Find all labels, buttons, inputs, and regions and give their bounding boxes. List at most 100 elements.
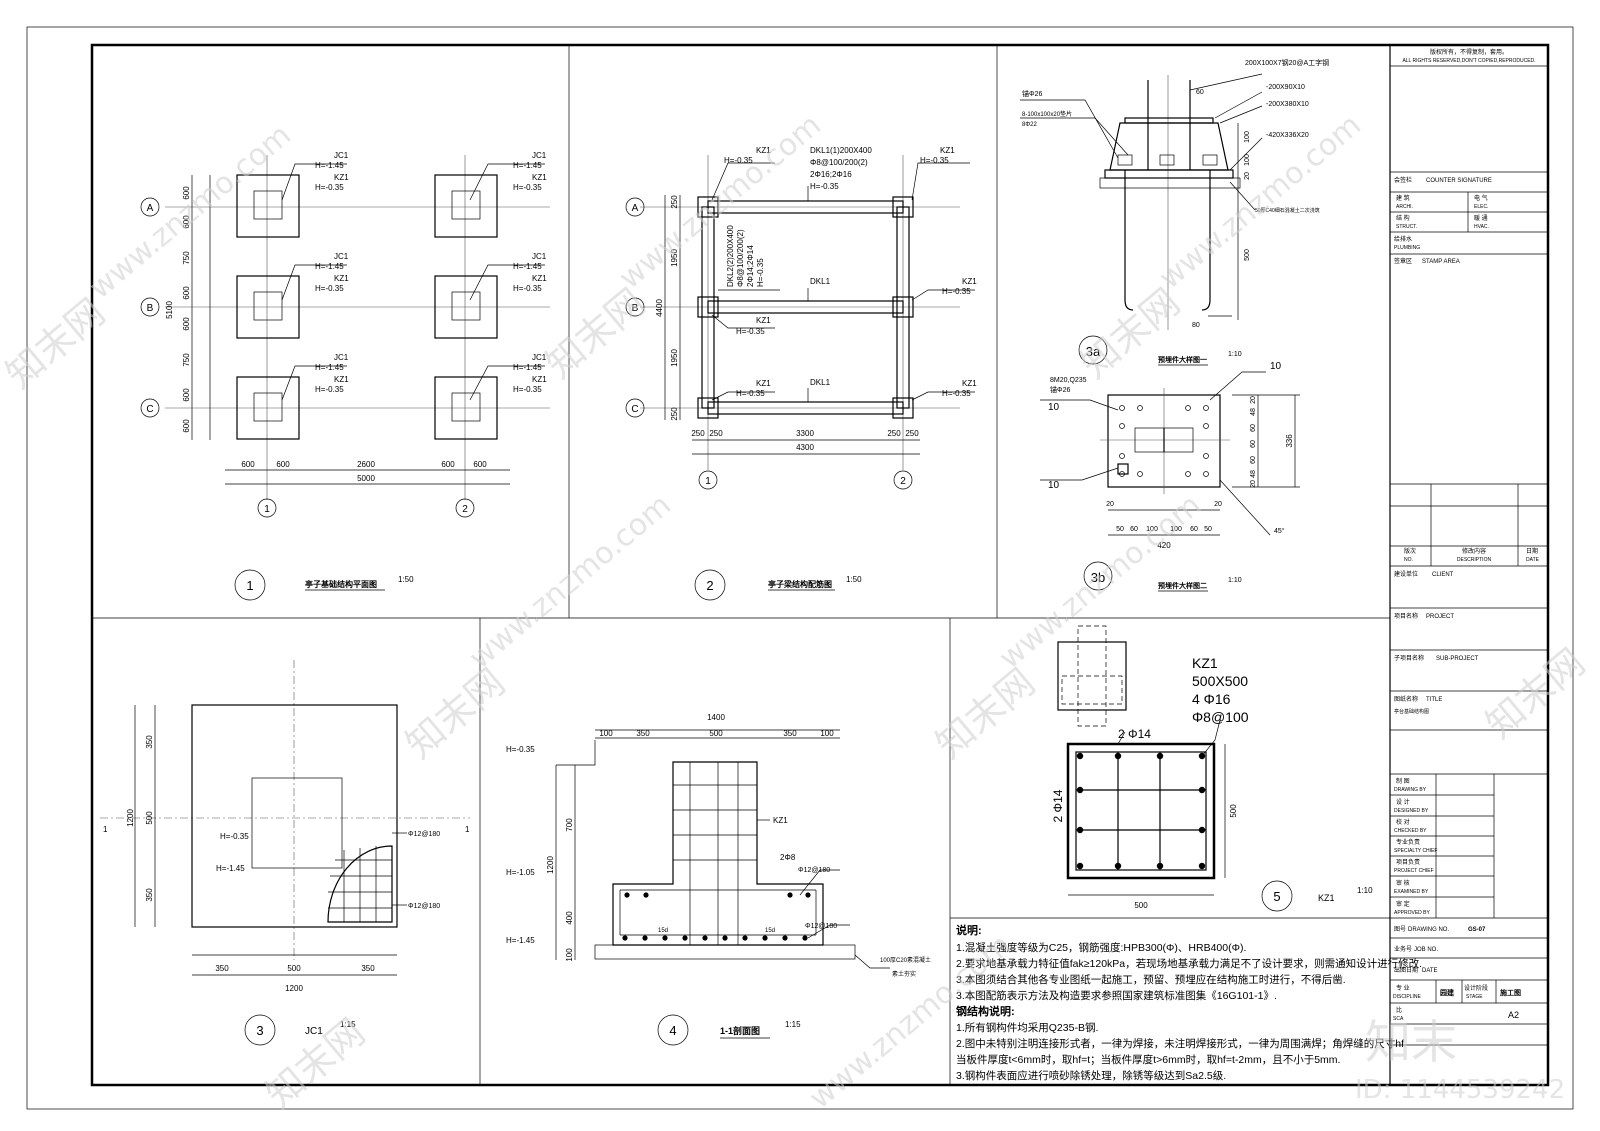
detail-scale: 1:50 xyxy=(398,575,414,584)
project-chief-cn: 项目负责 xyxy=(1396,858,1420,866)
column-size: 500X500 xyxy=(1192,673,1248,689)
panel-3a-embedded-detail: 3a 预埋件大样图一 1:10 xyxy=(1020,73,1263,366)
title-en: TITLE xyxy=(1426,697,1442,703)
dim-text: 600 xyxy=(473,460,487,469)
part-label: 8M20,Q235 xyxy=(1050,377,1087,384)
drawing-no-cn: 图号 xyxy=(1394,926,1406,933)
h-label: H=-0.35 xyxy=(724,156,753,165)
dim-text: 350 xyxy=(215,964,229,973)
section-mark: 10 xyxy=(1048,402,1060,413)
sheet-size: A2 xyxy=(1508,1010,1519,1020)
dim-text: 500 xyxy=(1229,804,1238,818)
dim-total: 5100 xyxy=(165,301,174,319)
part-label: 200X100X7钢20@A工字钢 xyxy=(1245,58,1329,67)
detail-scale: 1:10 xyxy=(1228,577,1242,584)
rev-date-en: DATE xyxy=(1526,557,1540,563)
specialty-cn: 专业负责 xyxy=(1396,838,1420,846)
detail-title: 1-1剖面图 xyxy=(720,1025,760,1036)
dim-total: 5000 xyxy=(357,474,375,483)
h-label: H=-1.45 xyxy=(513,262,542,271)
date-cn: 出图日期 xyxy=(1394,966,1418,974)
part-label: -200X90X10 xyxy=(1266,84,1305,91)
h-label: H=-1.45 xyxy=(513,363,542,372)
dim-text: 250 xyxy=(670,195,679,209)
panel-3-footing-jc1: 3 JC1 1:15 xyxy=(100,660,470,1046)
dim-total: 420 xyxy=(1157,541,1171,550)
title-cn: 图纸名称 xyxy=(1394,695,1418,703)
examined-en: EXAMINED BY xyxy=(1394,889,1429,895)
designed-cn: 设 计 xyxy=(1396,798,1410,806)
dim-text: 500 xyxy=(709,729,723,738)
detail-scale: 1:50 xyxy=(846,575,862,584)
dim-text: 250 xyxy=(670,407,679,421)
watermark-brand: 知末网 xyxy=(1073,280,1189,387)
jc-label: JC1 xyxy=(334,353,349,362)
struct-cn: 结 构 xyxy=(1396,214,1410,222)
part-label: 锚Φ26 xyxy=(1050,385,1070,394)
axis-label: 2 xyxy=(900,476,906,487)
project-cn: 项目名称 xyxy=(1394,612,1418,620)
h-label: H=-1.45 xyxy=(513,161,542,170)
detail-title: 亭子梁结构配筋图 xyxy=(768,579,832,589)
part-label: 50厚C40细石混凝土二次浇筑 xyxy=(1255,207,1320,214)
part-label: -200X380X10 xyxy=(1266,101,1309,108)
archi-en: ARCHI. xyxy=(1396,204,1413,210)
axis-label: 1 xyxy=(705,476,711,487)
h-label: H=-0.35 xyxy=(315,385,344,394)
h-label: H=-0.35 xyxy=(942,389,971,398)
dim-text: 500 xyxy=(145,811,154,825)
job-no-cn: 业务号 xyxy=(1394,945,1412,953)
detail-number: 3 xyxy=(256,1023,263,1038)
dim-text: 60 xyxy=(1250,424,1257,432)
part-label: -420X336X20 xyxy=(1266,132,1309,139)
dim-total: 336 xyxy=(1285,434,1294,448)
note-line: 1.混凝土强度等级为C25，钢筋强度:HPB300(Φ)、HRB400(Φ). xyxy=(956,941,1246,954)
kz-label: KZ1 xyxy=(532,173,547,182)
h-label: H=-1.45 xyxy=(315,262,344,271)
dim-text: 400 xyxy=(565,911,574,925)
stage-en: STAGE xyxy=(1466,994,1483,1000)
panel-4-section: 4 1-1剖面图 1:15 xyxy=(555,729,890,1046)
client-cn: 建设单位 xyxy=(1394,570,1418,578)
note-line: 3.本图须结合其他各专业图纸一起施工，预留、预埋应在结构施工时进行，不得后凿. xyxy=(956,973,1346,986)
panel-2-labels: KZ1 H=-0.35 KZ1 H=-0.35 DKL1(1)200X400 Φ… xyxy=(655,146,977,452)
jc-label: JC1 xyxy=(334,252,349,261)
section-mark: 10 xyxy=(1048,480,1060,491)
dim-text: 250 xyxy=(709,429,723,438)
counter-signature-en: COUNTER SIGNATURE xyxy=(1426,178,1492,184)
kz-label: KZ1 xyxy=(756,316,771,325)
anchor-length: 15d xyxy=(658,928,668,934)
detail-number: 2 xyxy=(706,578,713,593)
side-rebar: 2 Φ14 xyxy=(1118,727,1151,741)
detail-scale: 1:10 xyxy=(1357,886,1373,895)
main-rebar: 4 Φ16 xyxy=(1192,691,1231,707)
panel-2-beam-plan: A B C 1 2 2 亭子梁结构配筋图 1:50 xyxy=(625,155,975,601)
axis-label: 2 xyxy=(462,504,468,515)
part-label: 8-100x100x20垫片 xyxy=(1022,110,1072,118)
subproject-cn: 子项目名称 xyxy=(1394,654,1424,662)
plumbing-cn: 给排水 xyxy=(1394,235,1412,243)
h-label: H=-0.35 xyxy=(220,832,249,841)
detail-number: 1 xyxy=(246,578,253,593)
watermark-logo: 知末 xyxy=(1365,1015,1457,1069)
dim-text: 250 xyxy=(691,429,705,438)
h-label: H=-0.35 xyxy=(506,745,535,754)
dim-text: 100 xyxy=(1146,526,1158,533)
dim-text: 1950 xyxy=(670,249,679,267)
column-label: KZ1 xyxy=(1192,655,1218,671)
scale-en: SCA xyxy=(1393,1016,1404,1022)
approved-cn: 审 定 xyxy=(1396,900,1410,908)
client-en: CLIENT xyxy=(1432,572,1454,578)
copyright-en: ALL RIGHTS RESERVED,DON'T COPIED,REPRODU… xyxy=(1402,58,1535,64)
dim-text: 50 xyxy=(1116,526,1124,533)
detail-number: 5 xyxy=(1273,889,1280,904)
title-block: 版权所有，不得复制，套用。 ALL RIGHTS RESERVED,DON'T … xyxy=(1390,48,1548,1046)
dim-text: 100 xyxy=(565,948,574,962)
dim-text: 250 xyxy=(905,429,919,438)
h-label: H=-1.45 xyxy=(506,936,535,945)
dim-text: 100 xyxy=(1244,131,1251,143)
h-label: H=-1.05 xyxy=(506,868,535,877)
rev-desc-en: DESCRIPTION xyxy=(1457,557,1492,563)
axis-label: C xyxy=(631,404,638,415)
